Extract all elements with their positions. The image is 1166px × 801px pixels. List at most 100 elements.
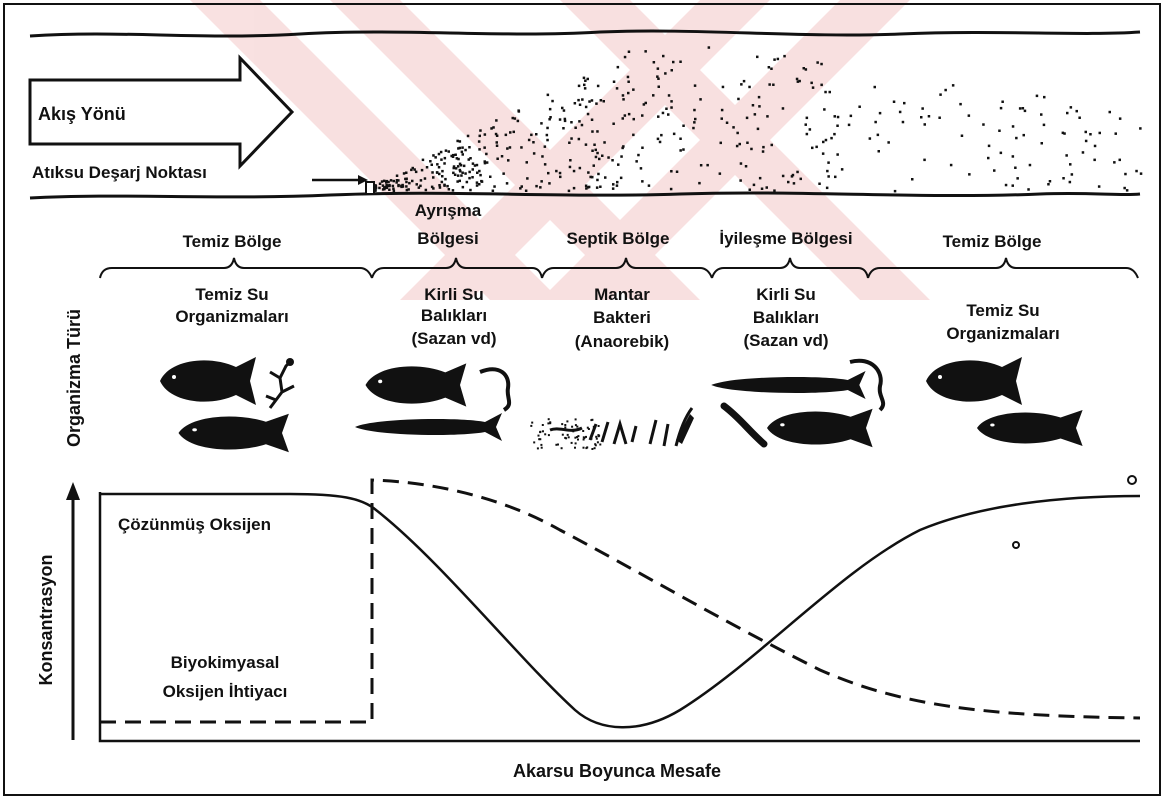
- plume-dot: [533, 152, 536, 155]
- plume-dot: [397, 185, 400, 188]
- plume-dot: [459, 140, 462, 143]
- plume-dot: [652, 94, 655, 97]
- plume-dot: [585, 187, 588, 190]
- plume-dot: [539, 186, 542, 189]
- bacteria-dot: [595, 436, 597, 438]
- plume-dot: [562, 127, 565, 130]
- plume-dot: [452, 172, 455, 175]
- plume-dot: [616, 184, 619, 187]
- plume-dot: [611, 159, 614, 162]
- plume-dot: [439, 186, 442, 189]
- organism-label-clean-2: Temiz Su Organizmaları: [946, 301, 1059, 343]
- plume-dot: [483, 146, 486, 149]
- plume-dot: [588, 100, 591, 103]
- plume-dot: [1016, 177, 1019, 180]
- plume-dot: [517, 120, 520, 123]
- plume-dot: [667, 113, 670, 116]
- bacteria-dot: [593, 428, 595, 430]
- plume-dot: [457, 147, 460, 150]
- plume-dot: [830, 137, 833, 140]
- bacteria-dot: [597, 441, 599, 443]
- plume-dot: [596, 130, 599, 133]
- plume-dot: [448, 150, 451, 153]
- plume-dot: [682, 148, 685, 151]
- plume-dot: [641, 114, 644, 117]
- fish-icon-polluted-1: [355, 363, 502, 441]
- plume-dot: [653, 61, 656, 64]
- plume-dot: [1119, 117, 1122, 120]
- plume-dot: [612, 183, 615, 186]
- plume-dot: [950, 164, 953, 167]
- plume-dot: [578, 85, 581, 88]
- plume-dot: [756, 56, 759, 59]
- plume-dot: [581, 98, 584, 101]
- plume-dot: [820, 84, 823, 87]
- plume-dot: [822, 152, 825, 155]
- plume-dot: [693, 109, 696, 112]
- plume-dot: [825, 139, 828, 142]
- plume-dot: [1019, 107, 1022, 110]
- plume-dot: [752, 104, 755, 107]
- plume-dot: [903, 102, 906, 105]
- plume-dot: [432, 176, 435, 179]
- concentration-axis-label: Konsantrasyon: [36, 554, 56, 685]
- plume-dot: [507, 159, 510, 162]
- plume-dot: [395, 181, 398, 184]
- plume-dot: [530, 134, 533, 137]
- plume-dot: [793, 182, 796, 185]
- plume-dot: [836, 153, 839, 156]
- plume-dot: [719, 172, 722, 175]
- plume-dot: [1098, 185, 1101, 188]
- plume-dot: [762, 146, 765, 149]
- bacteria-dot: [539, 431, 541, 433]
- plume-dot: [961, 135, 964, 138]
- bacteria-dot: [547, 422, 549, 424]
- bacteria-dot: [540, 444, 542, 446]
- plume-dot: [1027, 188, 1030, 191]
- plume-dot: [490, 127, 493, 130]
- organism-label-polluted-2: Kirli Su Balıkları (Sazan vd): [743, 285, 828, 350]
- bacteria-dot: [590, 438, 592, 440]
- plume-dot: [1000, 107, 1003, 110]
- plume-dot: [431, 164, 434, 167]
- plume-dot: [988, 145, 991, 148]
- plume-dot: [585, 143, 588, 146]
- plume-dot: [783, 55, 786, 58]
- plume-dot: [766, 186, 769, 189]
- plume-dot: [894, 190, 897, 193]
- organism-axis-label: Organizma Türü: [64, 309, 84, 447]
- bacteria-dot: [582, 430, 584, 432]
- fish-icon-clean-2: [926, 357, 1083, 446]
- plume-dot: [464, 149, 467, 152]
- plume-dot: [737, 98, 740, 101]
- plume-dot: [388, 189, 391, 192]
- bacteria-dot: [542, 430, 544, 432]
- plume-dot: [797, 80, 800, 83]
- plume-dot: [432, 154, 435, 157]
- plume-dot: [425, 189, 428, 192]
- bacteria-dot: [593, 426, 595, 428]
- plume-dot: [460, 174, 463, 177]
- plume-dot: [1000, 152, 1003, 155]
- plume-dot: [612, 187, 615, 190]
- plume-dot: [484, 162, 487, 165]
- plume-dot: [1062, 177, 1065, 180]
- bacteria-dot: [568, 436, 570, 438]
- plume-dot: [1076, 110, 1079, 113]
- plume-dot: [1065, 154, 1068, 157]
- plume-dot: [388, 185, 391, 188]
- svg-text:Organizmaları: Organizmaları: [946, 324, 1059, 343]
- plume-dot: [532, 141, 535, 144]
- plume-dot: [822, 141, 825, 144]
- plume-dot: [682, 125, 685, 128]
- plume-dot: [632, 88, 635, 91]
- plume-dot: [754, 113, 757, 116]
- plume-dot: [676, 171, 679, 174]
- plume-dot: [923, 159, 926, 162]
- plume-dot: [721, 117, 724, 120]
- plume-dot: [512, 117, 515, 120]
- plume-dot: [627, 81, 630, 84]
- leech-icon: [724, 406, 764, 444]
- plume-dot: [568, 142, 571, 145]
- plume-dot: [526, 161, 529, 164]
